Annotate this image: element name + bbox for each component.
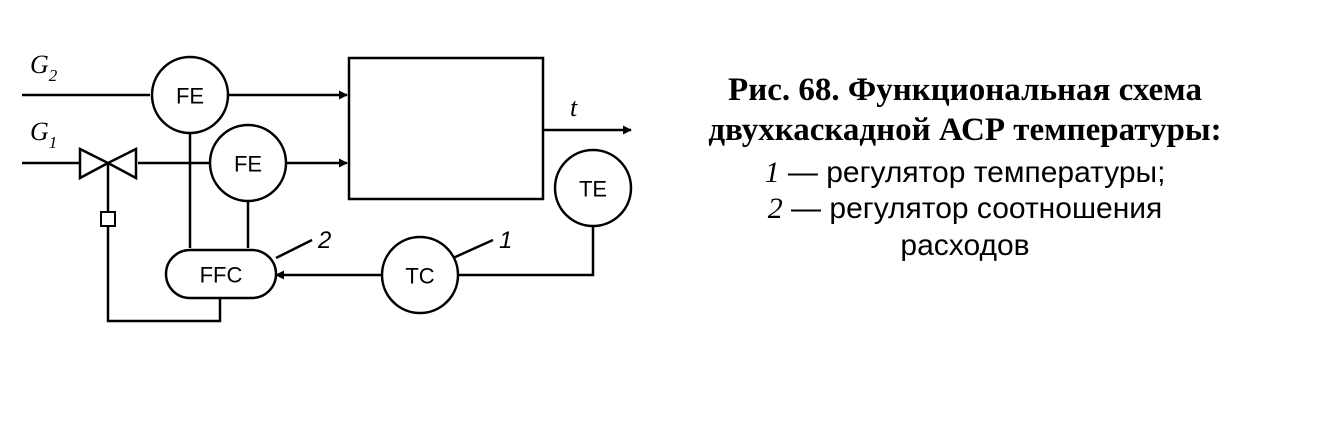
figure-caption: Рис. 68. Функциональная схема двухкаскад… [640,70,1290,264]
fe-mid-node [208,123,288,203]
caption-item-2: 2 — регулятор соотношения [640,191,1290,228]
fe-top-node [150,55,230,135]
caption-item-1-text: — регулятор температуры; [779,155,1166,189]
tc-label: TC [405,264,434,289]
control-valve-icon [78,146,111,181]
g1-label: G1 [30,117,57,152]
ffc-callout-number: 2 [317,227,331,254]
tc-callout-leader [452,238,494,260]
valve-actuator-icon [100,211,116,227]
fe-top-label: FE [176,84,204,109]
caption-item-1-number: 1 [764,155,780,189]
caption-item-1: 1 — регулятор температуры; [640,155,1290,192]
caption-item-2-line2: расходов [900,228,1030,262]
te-label: TE [579,177,607,202]
process-block [347,56,545,201]
control-valve-icon-right [105,146,138,181]
caption-title-line1: Рис. 68. Функциональная схема [728,72,1202,108]
te-to-tc-signal-line [458,226,595,277]
ffc-label: FFC [200,263,243,288]
fe-mid-label: FE [234,152,262,177]
ffc-callout-leader [275,238,313,260]
g2-label: G2 [30,50,58,85]
ffc-node [164,248,278,300]
caption-title-line2: двухкаскадной АСР температуры: [708,112,1222,149]
tc-callout-number: 1 [499,227,512,254]
tc-node [380,235,460,315]
te-node [553,148,633,228]
ffc-to-valve-signal-line [106,226,222,323]
output-t-label: t [570,93,578,122]
control-scheme-diagram: G2 G1 t FE FE TE TC FFC 2 1 [22,50,633,323]
caption-item-2-number: 2 [767,192,783,226]
caption-item-2-text: — регулятор соотношения [782,192,1163,226]
